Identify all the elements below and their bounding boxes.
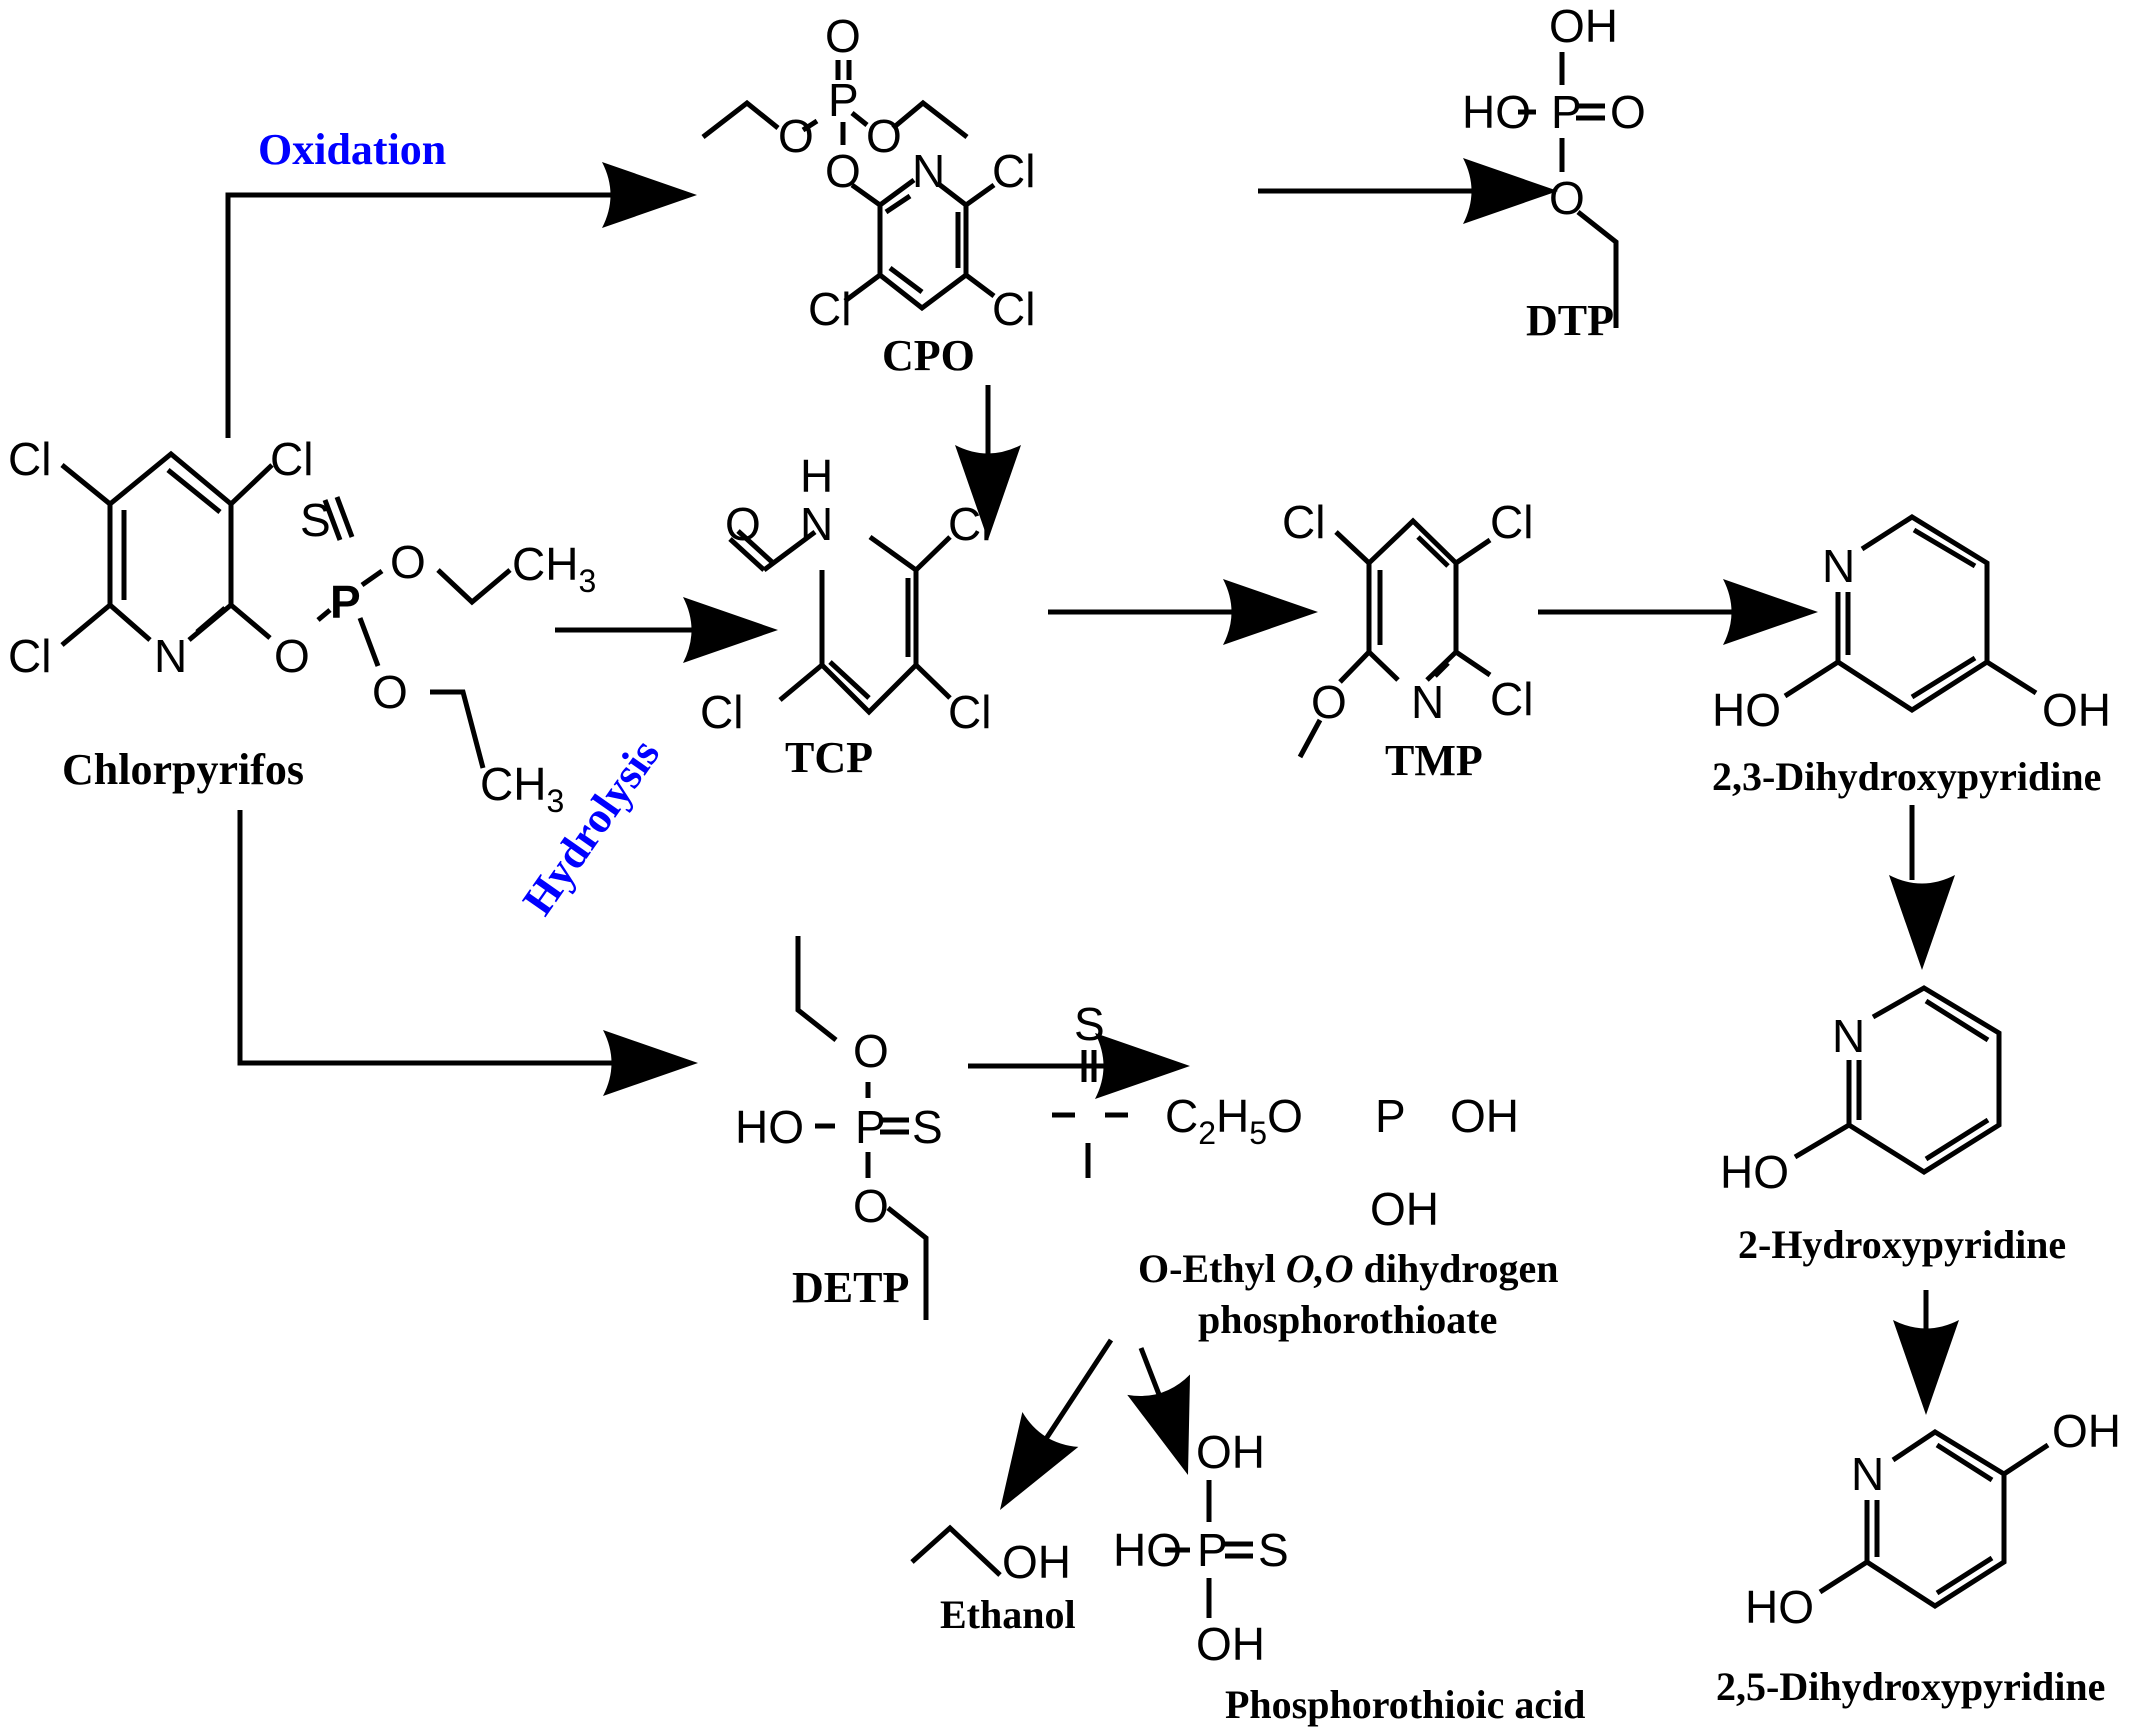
atom-n: N <box>1822 540 1855 592</box>
compound-name: CPO <box>882 331 975 380</box>
compound-name: 2,3-Dihydroxypyridine <box>1712 754 2101 799</box>
atom-oh: OH <box>1196 1618 1265 1670</box>
compound-chlorpyrifos: Cl Cl Cl N O P S O O CH3 CH3 Chlorpyrifo… <box>8 433 596 819</box>
compound-dhp23: N HO OH 2,3-Dihydroxypyridine <box>1712 514 2111 799</box>
atom-ho: HO <box>1745 1581 1814 1633</box>
compound-dtp: OH HO P O O DTP <box>1462 0 1646 345</box>
compound-tcp: O H N Cl Cl Cl TCP <box>700 450 991 782</box>
atom-s: S <box>1074 998 1105 1050</box>
atom-ho: HO <box>735 1101 804 1153</box>
atom-o: O <box>853 1025 889 1077</box>
atom-o: O <box>825 145 861 197</box>
atom-cl: Cl <box>992 145 1035 197</box>
atom-o: O <box>866 110 902 162</box>
atom-oh: OH <box>2052 1405 2121 1457</box>
atom-ho: HO <box>1462 86 1531 138</box>
compound-dhp25: N HO OH 2,5-Dihydroxypyridine <box>1716 1405 2121 1709</box>
atom-o: O <box>853 1180 889 1232</box>
atom-s: S <box>300 494 331 546</box>
atom-ho: HO <box>1113 1524 1182 1576</box>
atom-o: O <box>390 536 426 588</box>
compound-name: Ethanol <box>940 1592 1076 1637</box>
compound-cpo: O P O O O N Cl Cl Cl CPO <box>701 10 1035 380</box>
atom-s: S <box>1258 1524 1289 1576</box>
atom-cl: Cl <box>270 433 313 485</box>
atom-n: N <box>1411 676 1444 728</box>
atom-p: P <box>1197 1524 1228 1576</box>
compound-name: 2-Hydroxypyridine <box>1738 1222 2066 1267</box>
compound-name: TMP <box>1385 736 1483 785</box>
atom-o: O <box>725 498 761 550</box>
atom-cl: Cl <box>808 283 851 335</box>
atom-n: N <box>1832 1010 1865 1062</box>
atom-p: P <box>828 74 859 126</box>
arrow-hp2-to-dhp25 <box>1893 1290 1959 1415</box>
arrow-tcp-to-tmp <box>1048 579 1318 645</box>
atom-cl: Cl <box>992 283 1035 335</box>
atom-p: P <box>1375 1090 1406 1142</box>
compound-name: DETP <box>792 1263 909 1312</box>
arrow-chlorpyrifos-to-detp <box>237 810 698 1096</box>
atom-cl: Cl <box>948 686 991 738</box>
atom-n: N <box>912 145 945 197</box>
arrow-cpo-to-tcp <box>955 385 1021 540</box>
arrow-tmp-to-dhp23 <box>1538 579 1818 645</box>
atom-cl: Cl <box>1282 496 1325 548</box>
atom-p: P <box>855 1101 886 1153</box>
atom-o: O <box>825 10 861 62</box>
atom-o: O <box>1311 676 1347 728</box>
arrow-oxidation <box>225 162 697 438</box>
compound-tmp: Cl Cl Cl O N TMP <box>1282 496 1533 785</box>
atom-oh: OH <box>1450 1090 1519 1142</box>
atom-cl: Cl <box>8 433 51 485</box>
compound-hp2: N HO 2-Hydroxypyridine <box>1720 985 2066 1267</box>
atom-p-highlight: P <box>330 576 361 628</box>
compound-name: DTP <box>1526 296 1614 345</box>
atom-cl: Cl <box>8 630 51 682</box>
compound-ethanol: OH Ethanol <box>910 1524 1076 1637</box>
atom-o: O <box>372 666 408 718</box>
arrow-chlorpyrifos-to-tcp <box>555 597 778 663</box>
atom-p: P <box>1551 86 1582 138</box>
atom-oh: OH <box>1370 1183 1439 1235</box>
compound-name: Phosphorothioic acid <box>1225 1682 1585 1727</box>
compound-detp: O HO P S O DETP <box>735 936 943 1320</box>
atom-oh: OH <box>1002 1536 1071 1588</box>
atom-oh: OH <box>1196 1426 1265 1478</box>
atom-c2h5o: C2H5O <box>1165 1090 1303 1151</box>
atom-o: O <box>1549 172 1585 224</box>
compound-oedp: S C2H5O P OH OH O-Ethyl O,O dihydrogen p… <box>1052 998 1558 1342</box>
arrow-cpo-to-dtp <box>1258 158 1558 224</box>
atom-s: S <box>912 1101 943 1153</box>
atom-oh: OH <box>1549 0 1618 52</box>
oxidation-label: Oxidation <box>258 125 446 174</box>
atom-ch3: CH3 <box>480 758 564 819</box>
atom-h: H <box>800 450 833 502</box>
atom-ho: HO <box>1720 1146 1789 1198</box>
compound-name-line1: O-Ethyl O,O dihydrogen <box>1138 1246 1558 1291</box>
arrow-oedp-to-ethanol <box>972 1338 1114 1528</box>
atom-oh: OH <box>2042 684 2111 736</box>
compound-name-line2: phosphorothioate <box>1198 1297 1497 1342</box>
atom-n: N <box>154 630 187 682</box>
compound-name: 2,5-Dihydroxypyridine <box>1716 1664 2105 1709</box>
atom-ho: HO <box>1712 684 1781 736</box>
compound-pta: OH HO P S OH Phosphorothioic acid <box>1113 1426 1585 1727</box>
arrow-dhp23-to-hp2 <box>1889 805 1955 970</box>
atom-o: O <box>274 630 310 682</box>
atom-n: N <box>800 498 833 550</box>
atom-o: O <box>778 110 814 162</box>
compound-name: Chlorpyrifos <box>62 745 304 794</box>
atom-o: O <box>1610 86 1646 138</box>
atom-cl: Cl <box>700 686 743 738</box>
atom-cl: Cl <box>1490 673 1533 725</box>
atom-ch3: CH3 <box>512 538 596 599</box>
compound-name: TCP <box>785 733 873 782</box>
atom-cl: Cl <box>948 498 991 550</box>
arrow-oedp-to-pta <box>1127 1347 1220 1486</box>
atom-n: N <box>1851 1448 1884 1500</box>
atom-cl: Cl <box>1490 496 1533 548</box>
